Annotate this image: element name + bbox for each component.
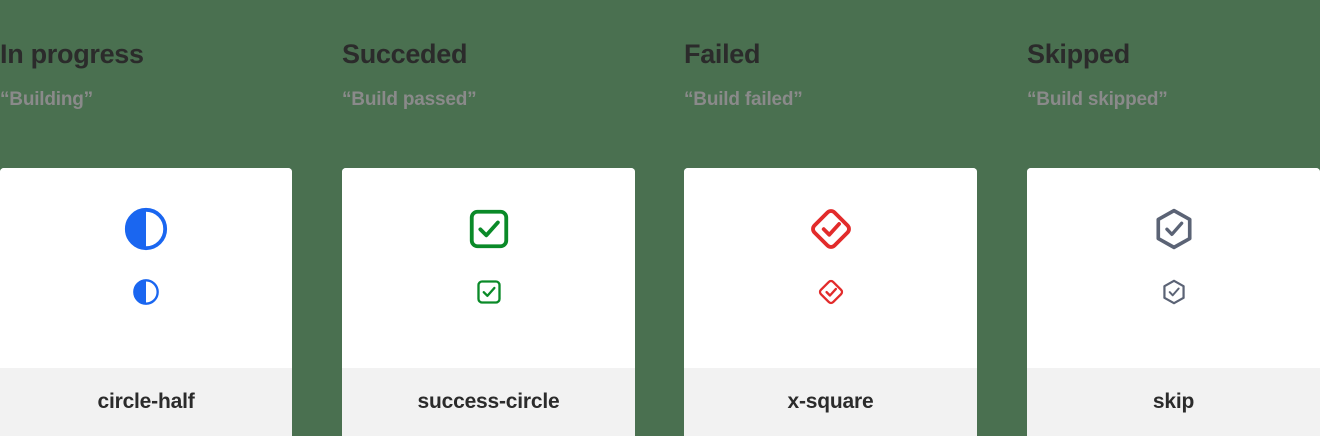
icon-card-circle-half[interactable]: circle-half [0, 168, 292, 436]
icon-name-label: success-circle [417, 390, 560, 413]
circle-half-icon-small [133, 279, 159, 305]
column-gap [292, 0, 342, 436]
skip-icon-small [1162, 279, 1185, 305]
icon-preview-area [1027, 168, 1320, 368]
column-heading: Failed [684, 39, 761, 69]
column-subtitle: “Build passed” [342, 89, 477, 110]
icon-name-label: x-square [787, 390, 874, 413]
success-circle-icon-small [476, 280, 501, 304]
icon-name-label: circle-half [97, 390, 195, 413]
skip-icon [1155, 208, 1192, 250]
success-circle-icon [469, 209, 508, 249]
column-subtitle: “Build skipped” [1027, 89, 1168, 110]
status-column-succeded: Succeded “Build passed” success-circle [342, 0, 635, 436]
icon-name-footer: skip [1027, 368, 1320, 436]
icon-card-skip[interactable]: skip [1027, 168, 1320, 436]
column-subtitle: “Building” [0, 89, 93, 110]
column-header-succeded: Succeded “Build passed” [342, 0, 635, 110]
icon-name-footer: x-square [684, 368, 977, 436]
x-square-icon-small [818, 279, 843, 305]
column-subtitle: “Build failed” [684, 89, 803, 110]
status-column-in-progress: In progress “Building” circle-half [0, 0, 292, 436]
icon-name-footer: circle-half [0, 368, 292, 436]
icon-card-x-square[interactable]: x-square [684, 168, 977, 436]
column-gap [635, 0, 684, 436]
status-column-skipped: Skipped “Build skipped” skip [1027, 0, 1320, 436]
column-heading: In progress [0, 39, 144, 69]
status-column-failed: Failed “Build failed” [684, 0, 977, 436]
icon-preview-area [342, 168, 635, 368]
icon-preview-area [684, 168, 977, 368]
circle-half-icon [124, 207, 168, 251]
icon-card-success-circle[interactable]: success-circle [342, 168, 635, 436]
x-square-icon [810, 209, 851, 249]
icon-name-footer: success-circle [342, 368, 635, 436]
column-header-in-progress: In progress “Building” [0, 0, 292, 110]
column-header-failed: Failed “Build failed” [684, 0, 977, 110]
column-gap [977, 0, 1027, 436]
column-header-skipped: Skipped “Build skipped” [1027, 0, 1320, 110]
icon-name-label: skip [1152, 390, 1195, 413]
icon-preview-area [0, 168, 292, 368]
column-heading: Skipped [1027, 39, 1130, 69]
column-heading: Succeded [342, 39, 468, 69]
